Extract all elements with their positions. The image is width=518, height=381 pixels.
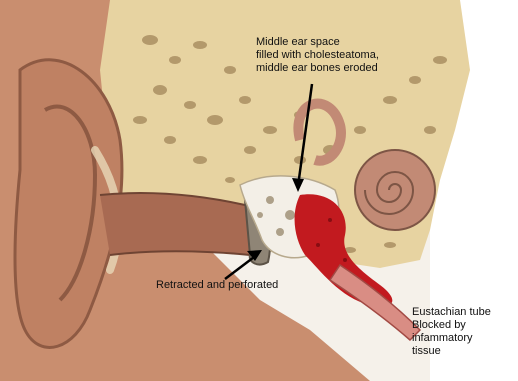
- middle-ear-label-line-3: middle ear bones eroded: [256, 62, 379, 75]
- eustachian-label-line-3: infammatory: [412, 332, 491, 345]
- middle-ear-label: Middle ear space filled with cholesteato…: [256, 36, 379, 75]
- eustachian-label-line-4: tissue: [412, 345, 491, 358]
- eardrum-label: Retracted and perforated: [156, 279, 278, 292]
- eustachian-label-line-1: Eustachian tube: [412, 306, 491, 319]
- eustachian-label: Eustachian tube Blocked by infammatory t…: [412, 306, 491, 358]
- middle-ear-label-line-1: Middle ear space: [256, 36, 379, 49]
- middle-ear-label-line-2: filled with cholesteatoma,: [256, 49, 379, 62]
- eardrum-label-text: Retracted and perforated: [156, 279, 278, 292]
- eustachian-label-line-2: Blocked by: [412, 319, 491, 332]
- cochlea: [355, 150, 435, 230]
